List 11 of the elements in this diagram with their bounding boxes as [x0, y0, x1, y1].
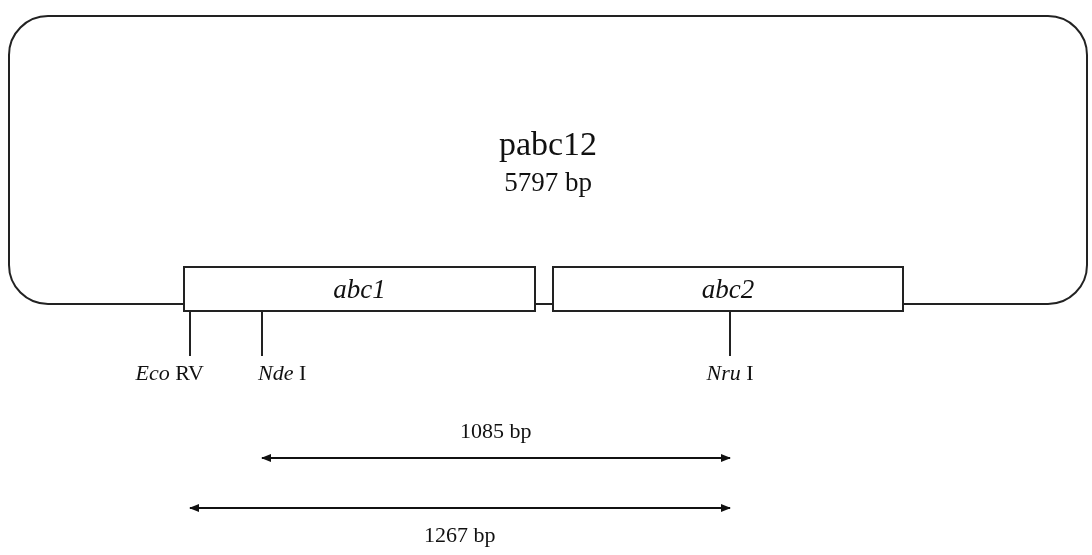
length-label: 1085 bp: [460, 418, 532, 444]
restriction-site-label: Eco RV: [135, 360, 204, 386]
plasmid-name: pabc12: [498, 125, 598, 163]
plasmid-size: 5797 bp: [504, 167, 592, 198]
gene-box: [552, 266, 904, 312]
restriction-site-label: Nru I: [706, 360, 754, 386]
gene-name: abc2: [701, 273, 755, 305]
gene-box: [183, 266, 536, 312]
length-label: 1267 bp: [424, 522, 496, 548]
restriction-site-label: Nde I: [258, 360, 307, 386]
gene-name: abc1: [333, 273, 386, 305]
